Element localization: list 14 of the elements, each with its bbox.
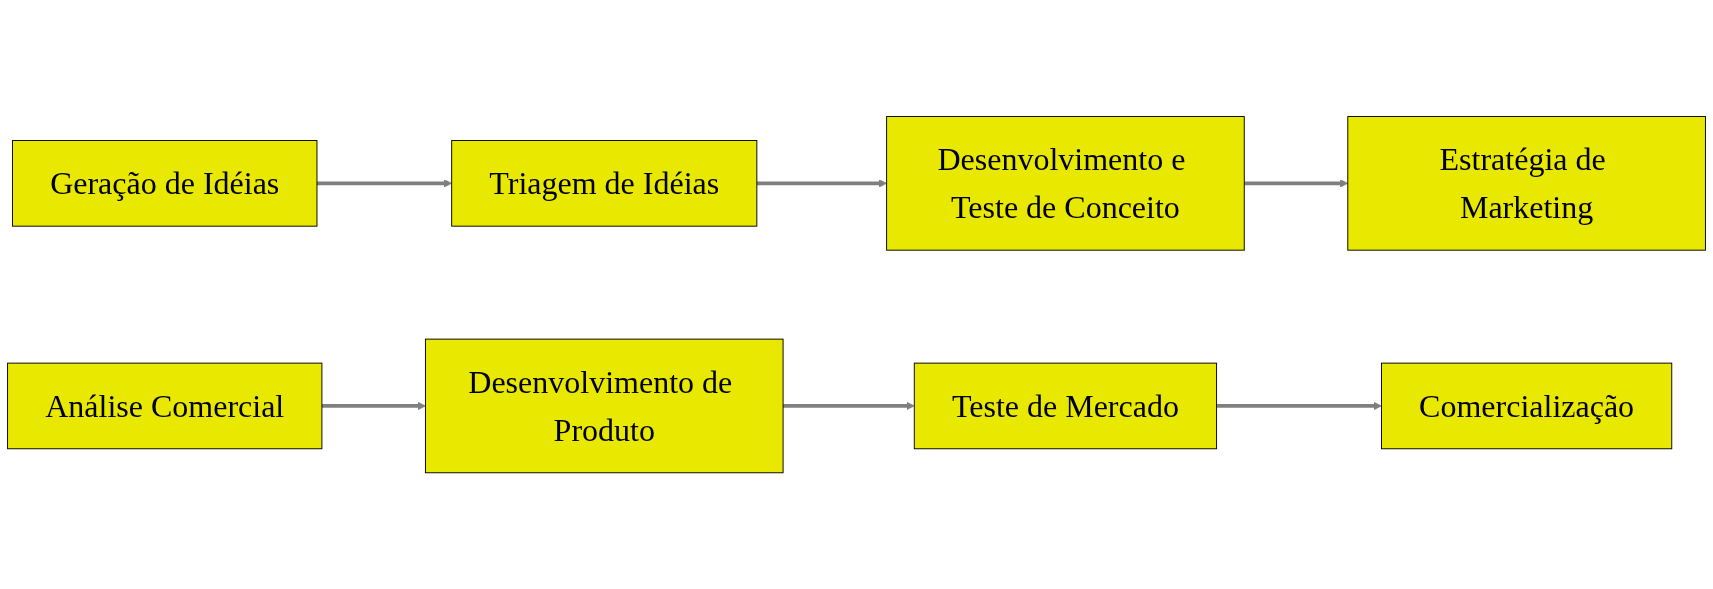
node-box: Desenvolvimento de Produto (424, 338, 784, 474)
node-box: Comercialização (1381, 362, 1673, 450)
node-box: Geração de Idéias (12, 139, 318, 227)
arrow (321, 401, 426, 410)
arrow (316, 179, 453, 188)
arrow (783, 401, 915, 410)
arrow (1244, 179, 1349, 188)
arrow (756, 179, 887, 188)
arrow (1216, 401, 1382, 410)
node-box: Desenvolvimento e Teste de Conceito (886, 115, 1245, 251)
node-box: Triagem de Idéias (451, 139, 758, 227)
node-box: Análise Comercial (7, 362, 323, 450)
node-box: Estratégia de Marketing (1347, 115, 1706, 251)
node-box: Teste de Mercado (913, 362, 1218, 450)
